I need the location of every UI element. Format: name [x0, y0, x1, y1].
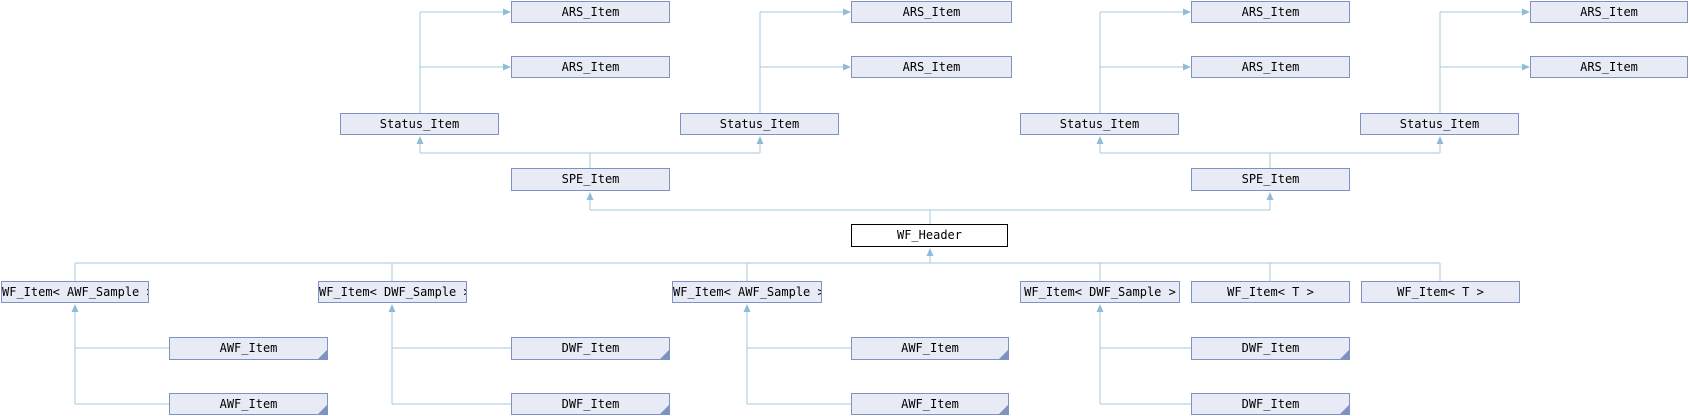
folded-corner-icon [318, 405, 327, 414]
folded-corner-icon [1340, 405, 1349, 414]
arrowhead-icon [1096, 304, 1104, 312]
class-node-status-item-2[interactable]: Status_Item [680, 113, 839, 135]
arrowhead-icon [843, 63, 851, 71]
class-node-spe-item-1[interactable]: SPE_Item [511, 168, 670, 191]
arrowhead-icon [503, 63, 511, 71]
class-node-ars-item-1a[interactable]: ARS_Item [511, 1, 670, 23]
class-node-dwf-item-1a[interactable]: DWF_Item [511, 337, 670, 360]
arrowhead-icon [1183, 8, 1191, 16]
class-node-awf-item-2b[interactable]: AWF_Item [851, 393, 1009, 415]
class-node-status-item-1[interactable]: Status_Item [340, 113, 499, 135]
class-node-wf-item-awf-1[interactable]: WF_Item< AWF_Sample > [1, 281, 149, 303]
arrowhead-icon [1522, 63, 1530, 71]
arrowhead-icon [843, 8, 851, 16]
class-node-wf-item-t-1[interactable]: WF_Item< T > [1191, 281, 1350, 303]
class-node-status-item-3[interactable]: Status_Item [1020, 113, 1179, 135]
arrowhead-icon [1266, 192, 1274, 200]
arrowhead-icon [743, 304, 751, 312]
folded-corner-icon [660, 350, 669, 359]
folded-corner-icon [1340, 350, 1349, 359]
arrowhead-icon [1436, 136, 1444, 144]
arrowhead-icon [503, 8, 511, 16]
class-node-ars-item-2a[interactable]: ARS_Item [851, 1, 1012, 23]
arrowhead-icon [1183, 63, 1191, 71]
arrowhead-icon [71, 304, 79, 312]
class-node-awf-item-2a[interactable]: AWF_Item [851, 337, 1009, 360]
arrowhead-icon [926, 248, 934, 256]
class-node-spe-item-2[interactable]: SPE_Item [1191, 168, 1350, 191]
class-node-ars-item-4a[interactable]: ARS_Item [1530, 1, 1688, 23]
folded-corner-icon [999, 405, 1008, 414]
class-node-wf-item-t-2[interactable]: WF_Item< T > [1361, 281, 1520, 303]
folded-corner-icon [999, 350, 1008, 359]
class-node-wf-header[interactable]: WF_Header [851, 224, 1008, 247]
arrowhead-icon [756, 136, 764, 144]
arrowhead-icon [1522, 8, 1530, 16]
folded-corner-icon [660, 405, 669, 414]
class-node-ars-item-3a[interactable]: ARS_Item [1191, 1, 1350, 23]
class-node-awf-item-1b[interactable]: AWF_Item [169, 393, 328, 415]
class-node-ars-item-2b[interactable]: ARS_Item [851, 56, 1012, 78]
class-node-dwf-item-2a[interactable]: DWF_Item [1191, 337, 1350, 360]
class-node-awf-item-1a[interactable]: AWF_Item [169, 337, 328, 360]
class-node-status-item-4[interactable]: Status_Item [1360, 113, 1519, 135]
class-node-wf-item-dwf-1[interactable]: WF_Item< DWF_Sample > [318, 281, 467, 303]
arrowhead-icon [586, 192, 594, 200]
class-node-ars-item-3b[interactable]: ARS_Item [1191, 56, 1350, 78]
class-node-dwf-item-2b[interactable]: DWF_Item [1191, 393, 1350, 415]
class-node-wf-item-awf-2[interactable]: WF_Item< AWF_Sample > [672, 281, 822, 303]
class-node-ars-item-1b[interactable]: ARS_Item [511, 56, 670, 78]
arrowhead-icon [416, 136, 424, 144]
folded-corner-icon [318, 350, 327, 359]
arrowhead-icon [1096, 136, 1104, 144]
class-node-ars-item-4b[interactable]: ARS_Item [1530, 56, 1688, 78]
class-node-wf-item-dwf-2[interactable]: WF_Item< DWF_Sample > [1020, 281, 1180, 303]
arrowhead-icon [388, 304, 396, 312]
class-node-dwf-item-1b[interactable]: DWF_Item [511, 393, 670, 415]
